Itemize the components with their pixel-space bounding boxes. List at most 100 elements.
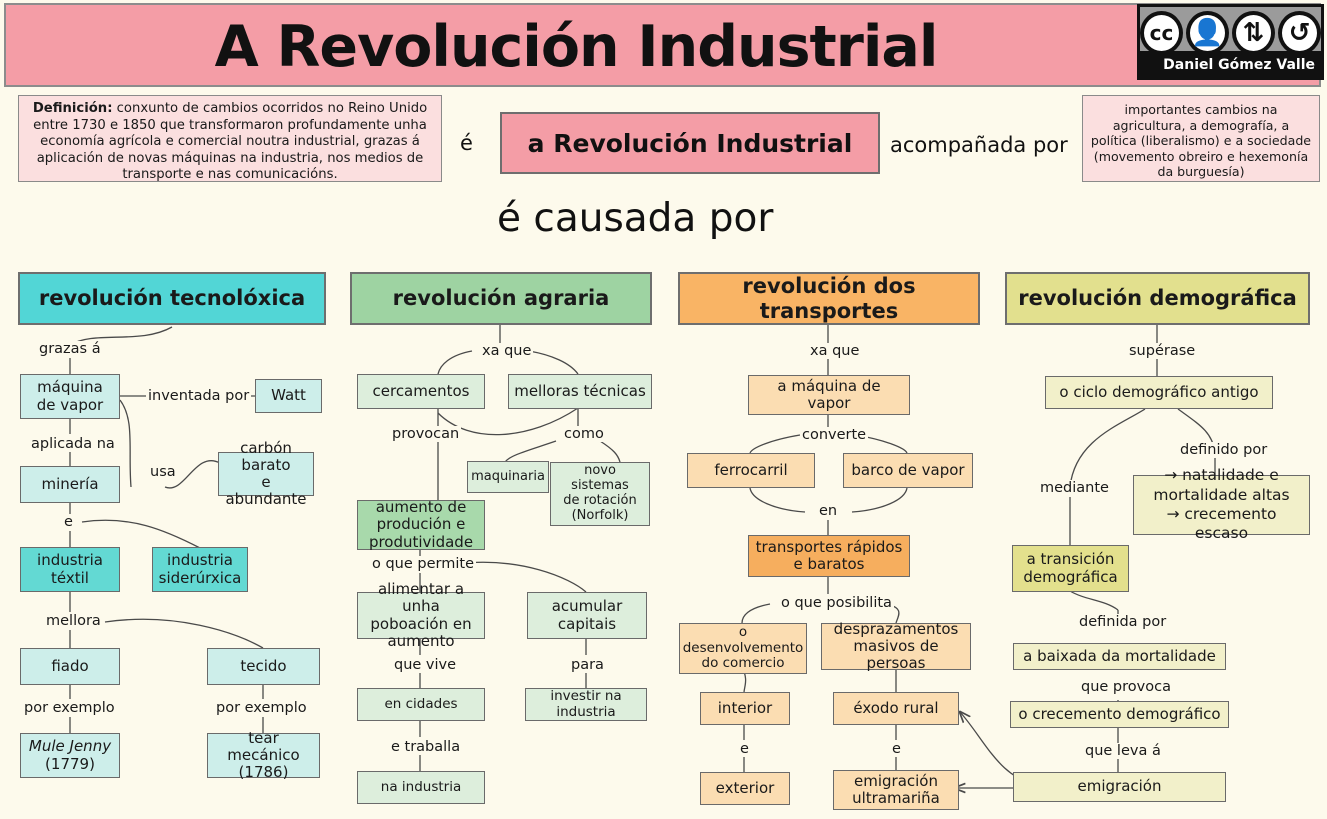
node-line: → crecemento escaso	[1166, 505, 1277, 543]
node-industria-textil[interactable]: industria téxtil	[20, 547, 120, 592]
node-emigracion[interactable]: emigración	[1013, 772, 1226, 802]
node-line: demográfica	[1023, 567, 1118, 586]
node-line: do comercio	[701, 655, 785, 672]
node-novos-sistemas-rotacion[interactable]: novo sistemas de rotación (Norfolk)	[550, 462, 650, 526]
node-line: de vapor	[36, 395, 104, 414]
node-line: industria	[37, 551, 103, 570]
node-tear-mecanico[interactable]: tear mecánico (1786)	[207, 728, 320, 782]
column-header-tecnoloxica[interactable]: revolución tecnolóxica	[18, 272, 326, 325]
link-como: como	[562, 426, 606, 442]
node-line: poboación en	[370, 614, 472, 633]
node-fiado[interactable]: fiado	[20, 648, 120, 685]
node-desenvolvemento-comercio[interactable]: o desenvolvemento do comercio	[679, 623, 807, 674]
node-emigracion-ultramarina[interactable]: emigración ultramariña	[833, 770, 959, 810]
column-header-agraria[interactable]: revolución agraria	[350, 272, 652, 325]
node-transicion-demografica[interactable]: a transición demográfica	[1012, 545, 1129, 592]
link-o-que-permite: o que permite	[370, 556, 476, 572]
node-aumento-producion[interactable]: aumento de produción e produtividade	[357, 498, 485, 550]
node-barco-de-vapor[interactable]: barco de vapor	[843, 453, 973, 488]
node-line: produción e	[376, 515, 466, 534]
node-line: de rotación	[563, 493, 637, 508]
node-baixada-mortalidade[interactable]: a baixada da mortalidade	[1013, 643, 1226, 670]
node-interior[interactable]: interior	[700, 692, 790, 725]
link-grazas-a: grazas á	[37, 341, 103, 357]
link-e-traballa: e traballa	[389, 739, 463, 755]
node-line: e baratos	[793, 555, 865, 573]
link-e-interior: e	[738, 741, 751, 757]
node-line: o	[738, 624, 748, 641]
node-melloras-tecnicas[interactable]: melloras técnicas	[508, 374, 652, 409]
node-tecido[interactable]: tecido	[207, 648, 320, 685]
node-line: e abundante	[225, 473, 307, 509]
link-mediante: mediante	[1038, 480, 1111, 496]
node-exodo-rural[interactable]: éxodo rural	[833, 692, 959, 725]
link-que-leva-a: que leva á	[1083, 743, 1163, 759]
link-label-caused-by: é causada por	[497, 196, 774, 241]
node-carbon-barato[interactable]: carbón barato e abundante	[218, 439, 314, 508]
definition-label: Definición:	[32, 101, 113, 116]
cc-sa-icon: ↺	[1278, 11, 1321, 55]
link-xa-que-transportes: xa que	[808, 343, 862, 359]
node-line: (Norfolk)	[571, 507, 629, 523]
node-ferrocarril[interactable]: ferrocarril	[687, 453, 815, 488]
node-natalidade-mortalidade[interactable]: → natalidade e mortalidade altas → crece…	[1133, 466, 1310, 542]
node-line: ultramariña	[852, 789, 940, 807]
link-o-que-posibilita: o que posibilita	[779, 595, 894, 611]
node-line: siderúrxica	[158, 568, 242, 587]
node-na-industria[interactable]: na industria	[357, 771, 485, 804]
link-que-vive: que vive	[392, 657, 459, 673]
node-line: → natalidade e	[1164, 466, 1279, 485]
link-xa-que-agraria: xa que	[480, 343, 534, 359]
node-mineria[interactable]: minería	[20, 466, 120, 503]
node-maquina-de-vapor[interactable]: máquina de vapor	[20, 374, 120, 419]
link-que-provoca: que provoca	[1079, 679, 1173, 695]
node-mule-jenny[interactable]: Mule Jenny (1779)	[20, 733, 120, 778]
node-watt[interactable]: Watt	[255, 379, 322, 413]
node-line: novo sistemas	[571, 463, 629, 494]
node-line: tear mecánico	[227, 728, 300, 764]
node-line: téxtil	[51, 568, 89, 587]
page-banner: A Revolución Industrial	[4, 3, 1321, 87]
link-aplicada-na: aplicada na	[29, 436, 117, 452]
node-crecemento-demografico[interactable]: o crecemento demográfico	[1010, 701, 1229, 728]
node-line: emigración	[854, 771, 938, 790]
column-header-demografica[interactable]: revolución demográfica	[1005, 272, 1310, 325]
node-line: vapor	[807, 394, 851, 412]
node-acumular-capitais[interactable]: acumular capitais	[527, 592, 647, 639]
node-line: aumento de	[375, 498, 467, 517]
node-ciclo-demografico-antigo[interactable]: o ciclo demográfico antigo	[1045, 376, 1273, 409]
central-node: a Revolución Industrial	[500, 112, 880, 174]
definition-box: Definición: conxunto de cambios ocorrido…	[18, 95, 442, 182]
creative-commons-badge: cc 👤 ⇅ ↺ Daniel Gómez Valle	[1137, 4, 1324, 80]
node-line: acumular	[551, 597, 623, 616]
link-en: en	[817, 503, 840, 519]
definition-text: conxunto de cambios ocorridos no Reino U…	[33, 101, 428, 183]
node-maquinaria[interactable]: maquinaria	[467, 461, 549, 493]
page-title: A Revolución Industrial	[214, 14, 939, 80]
node-industria-siderurxica[interactable]: industria siderúrxica	[152, 547, 248, 592]
node-line: masivos de persoas	[853, 636, 939, 673]
node-desprazamentos-masivos[interactable]: desprazamentos masivos de persoas	[821, 620, 971, 673]
node-line: aumento	[387, 631, 455, 650]
link-superase: supérase	[1127, 343, 1198, 359]
link-inventada-por: inventada por	[146, 388, 252, 404]
node-investir-na-industria[interactable]: investir na industria	[525, 688, 647, 721]
node-en-cidades[interactable]: en cidades	[357, 688, 485, 721]
link-usa: usa	[148, 464, 178, 480]
column-header-transportes[interactable]: revolución dos transportes	[678, 272, 980, 325]
node-cercamentos[interactable]: cercamentos	[357, 374, 485, 409]
node-line: (1786)	[238, 763, 289, 782]
cc-logo-icon: cc	[1140, 11, 1183, 55]
node-exterior[interactable]: exterior	[700, 772, 790, 805]
node-transportes-rapidos[interactable]: transportes rápidos e baratos	[748, 535, 910, 577]
node-line: Mule Jenny	[28, 737, 112, 756]
node-line: mortalidade altas	[1153, 485, 1290, 504]
node-line: (1779)	[45, 754, 95, 773]
node-line: carbón barato	[240, 438, 292, 474]
node-a-maquina-de-vapor[interactable]: a máquina de vapor	[748, 375, 910, 415]
cc-by-icon: 👤	[1186, 11, 1229, 55]
cc-author-name: Daniel Gómez Valle	[1140, 53, 1321, 77]
link-mellora: mellora	[44, 613, 103, 629]
node-alimentar-poboacion[interactable]: alimentar a unha poboación en aumento	[357, 580, 485, 650]
